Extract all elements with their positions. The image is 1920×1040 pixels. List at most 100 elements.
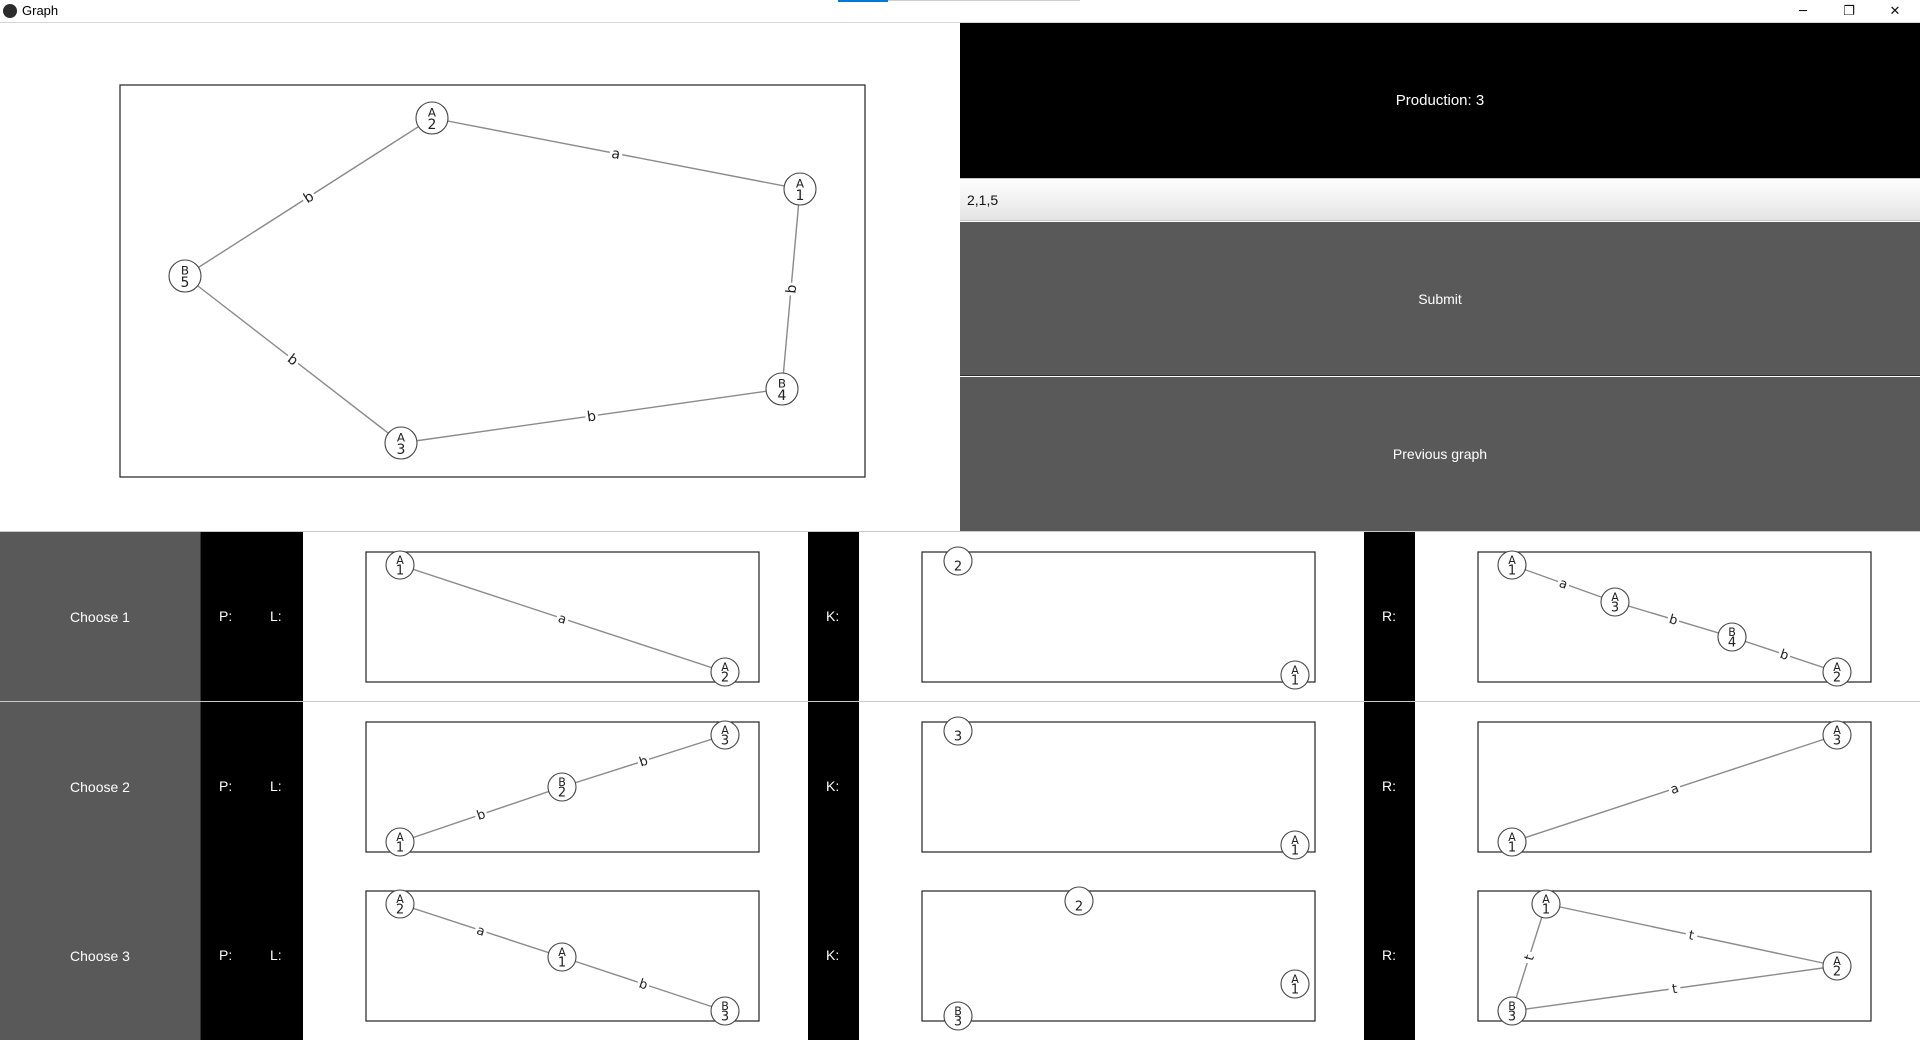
choose-2-button[interactable]: Choose 2	[0, 702, 201, 871]
node-type-label: A	[396, 831, 404, 844]
graph-node	[765, 372, 799, 406]
node-number-label: 1	[1291, 844, 1299, 859]
node-number-label: 5	[181, 275, 190, 291]
graph-node	[1497, 550, 1527, 580]
p-label: P:	[219, 947, 233, 963]
r-label: R:	[1382, 608, 1396, 624]
graph-frame	[921, 551, 1316, 683]
edge-label: t	[1671, 982, 1678, 998]
k-strip: K:	[808, 871, 859, 1040]
choose-3-button[interactable]: Choose 3	[0, 871, 201, 1040]
k-label: K:	[826, 778, 840, 794]
close-button[interactable]: ✕	[1889, 3, 1901, 19]
graph-node	[1822, 951, 1852, 981]
previous-graph-button[interactable]: Previous graph	[960, 377, 1920, 531]
node-number-label: 1	[1291, 983, 1299, 998]
edge-label-bg	[584, 407, 599, 425]
graph-node	[710, 720, 740, 750]
r-strip: R:	[1364, 871, 1415, 1040]
node-number-label: 4	[1728, 636, 1736, 651]
graph-node	[710, 996, 740, 1026]
graph-frame	[921, 890, 1316, 1022]
edge-label-bg	[554, 609, 571, 628]
node-type-label: A	[1611, 591, 1619, 604]
node-number-label: 1	[796, 188, 805, 204]
node-number-label: 2	[1075, 900, 1083, 915]
r-label: R:	[1382, 947, 1396, 963]
node-type-label: A	[1291, 973, 1299, 986]
node-number-label: 2	[1833, 671, 1841, 686]
node-number-label: 2	[721, 671, 729, 686]
r-strip: R:	[1364, 702, 1415, 871]
node-type-label: B	[181, 264, 189, 278]
graph-node	[385, 827, 415, 857]
p-label: P:	[219, 608, 233, 624]
title-bar: Graph ─ ❐ ✕	[0, 0, 1920, 23]
l-label: L:	[270, 608, 282, 624]
node-type-label: A	[397, 431, 406, 445]
choose-1-button[interactable]: Choose 1	[0, 532, 201, 701]
minimize-button[interactable]: ─	[1799, 3, 1807, 19]
node-number-label: 1	[558, 956, 566, 971]
edge-label-bg	[1555, 574, 1572, 593]
submit-button[interactable]: Submit	[960, 222, 1920, 376]
edge-label: t	[1687, 928, 1695, 944]
graph-node	[1064, 886, 1094, 916]
node-number-label: 4	[778, 388, 787, 404]
edge-label-bg	[1666, 779, 1683, 798]
graph-node	[547, 772, 577, 802]
graph-node	[385, 889, 415, 919]
edge-label-bg	[608, 144, 624, 163]
node-type-label: B	[778, 377, 786, 391]
graph-node	[384, 426, 418, 460]
row-divider	[0, 701, 1920, 702]
graph-node	[1497, 827, 1527, 857]
graph-node	[1280, 830, 1310, 860]
graph-node	[1822, 720, 1852, 750]
node-number-label: 3	[954, 1015, 962, 1030]
node-number-label: 3	[1508, 1010, 1516, 1025]
graph-node	[1822, 657, 1852, 687]
node-number-label: 1	[396, 564, 404, 579]
graph-node	[783, 172, 817, 206]
node-number-label: 3	[721, 1010, 729, 1025]
node-number-label: 2	[558, 786, 566, 801]
node-type-label: B	[954, 1005, 962, 1018]
graph-node	[943, 716, 973, 746]
edge-label-bg	[1667, 980, 1682, 997]
p-label: P:	[219, 778, 233, 794]
production-input[interactable]	[960, 178, 1920, 221]
graph-node	[1280, 660, 1310, 690]
p-l-strip: P: L:	[201, 532, 303, 701]
node-number-label: 2	[1833, 965, 1841, 980]
node-number-label: 2	[428, 117, 437, 133]
edge-label-bg	[1665, 610, 1682, 629]
production-label: Production: 3	[1395, 92, 1485, 109]
production-panel: Production: 3	[960, 23, 1920, 178]
restore-button[interactable]: ❐	[1843, 3, 1855, 19]
node-type-label: A	[1508, 554, 1516, 567]
graph-node	[943, 546, 973, 576]
node-type-label: A	[1833, 661, 1841, 674]
edge-label-bg	[635, 975, 652, 993]
node-type-label: A	[1542, 893, 1550, 906]
node-type-label: A	[721, 661, 729, 674]
node-type-label: A	[796, 177, 805, 191]
node-type-label: B	[558, 776, 566, 789]
edge-label-bg	[283, 349, 303, 370]
node-number-label: 3	[1833, 734, 1841, 749]
graph-node	[710, 657, 740, 687]
edge-label-bg	[1684, 926, 1699, 944]
node-number-label: 1	[1542, 903, 1550, 918]
